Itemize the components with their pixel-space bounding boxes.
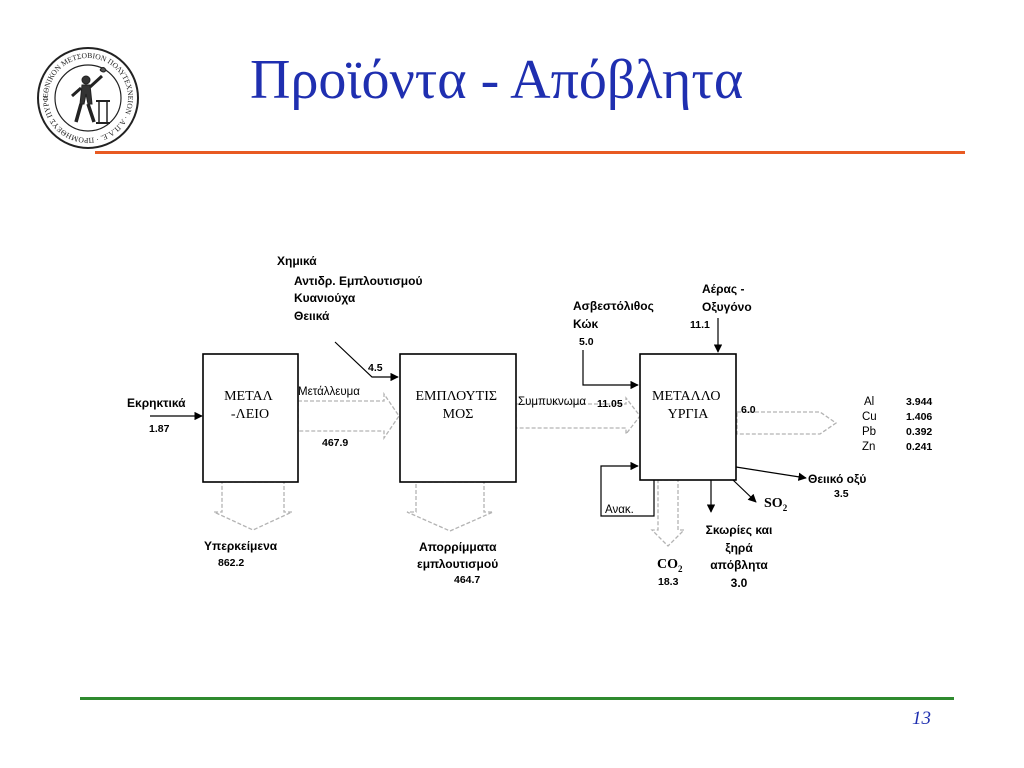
chemicals-line: Θειικά bbox=[294, 309, 330, 323]
page-number: 13 bbox=[912, 708, 931, 729]
metal-value: 0.241 bbox=[906, 441, 932, 453]
tailings-label-line: Απορρίμματα bbox=[419, 540, 497, 554]
chemicals-title: Χημικά bbox=[277, 254, 317, 268]
metal-symbol: Cu bbox=[862, 411, 877, 423]
metal-symbol: Zn bbox=[862, 441, 875, 453]
slide-title: Προϊόντα - Απόβλητα bbox=[250, 49, 744, 111]
metal-symbol: Pb bbox=[862, 426, 876, 438]
metal-value: 0.392 bbox=[906, 426, 932, 438]
slag-label-line: ξηρά bbox=[725, 541, 753, 555]
ore-flow-arrow bbox=[297, 391, 400, 441]
overburden-label: Υπερκείμενα bbox=[204, 539, 278, 553]
mining-box-label: ΜΕΤΑΛ -ΛΕΙΟ bbox=[224, 389, 276, 422]
title-divider bbox=[95, 151, 965, 154]
mining-box-label-line: -ΛΕΙΟ bbox=[231, 407, 269, 422]
air-label: Αέρας - bbox=[702, 282, 744, 296]
chemicals-arrow bbox=[334, 341, 399, 382]
so2-arrow bbox=[732, 479, 757, 503]
chemicals-value: 4.5 bbox=[368, 362, 383, 374]
co2-arrow bbox=[650, 479, 686, 547]
chemicals-line: Κυανιούχα bbox=[294, 291, 356, 305]
metal-value: 1.406 bbox=[906, 411, 932, 423]
slag-label-line: Σκωρίες και bbox=[706, 523, 773, 537]
overburden-arrow bbox=[213, 481, 293, 531]
limestone-label: Ασβεστόλιθος bbox=[573, 299, 654, 313]
limestone-coke-arrow bbox=[582, 350, 639, 390]
concentrate-label: Συμπυκνωμα bbox=[518, 396, 586, 408]
recycle-loop-line bbox=[600, 461, 655, 517]
explosives-value: 1.87 bbox=[149, 423, 170, 435]
air-oxygen-value: 11.1 bbox=[690, 319, 710, 331]
sulfuric-acid-arrow bbox=[735, 466, 807, 481]
metal-value: 3.944 bbox=[906, 396, 932, 408]
mining-box-label-line: ΜΕΤΑΛ bbox=[224, 389, 274, 404]
metals-output-value: 6.0 bbox=[741, 404, 756, 416]
concentrate-value: 11.05 bbox=[597, 398, 623, 410]
recycle-label: Ανακ. bbox=[605, 504, 634, 516]
metals-output-arrow bbox=[736, 411, 838, 435]
beneficiation-box-label-line: ΕΜΠΛΟΥΤΙΣ bbox=[415, 389, 497, 404]
co2-value: 18.3 bbox=[658, 576, 679, 588]
ore-label: Μετάλλευμα bbox=[298, 386, 360, 398]
oxygen-label: Οξυγόνο bbox=[702, 300, 752, 314]
co2-formula: CO2 bbox=[657, 557, 683, 574]
metals-table: Al 3.944 Cu 1.406 Pb 0.392 Zn 0.241 bbox=[862, 396, 932, 453]
overburden-value: 862.2 bbox=[218, 557, 244, 569]
chemicals-line: Αντιδρ. Εμπλουτισμού bbox=[294, 274, 422, 288]
explosives-label: Εκρηκτικά bbox=[127, 396, 186, 410]
beneficiation-box-label: ΕΜΠΛΟΥΤΙΣ ΜΟΣ bbox=[415, 389, 500, 422]
sulfuric-acid-value: 3.5 bbox=[834, 488, 849, 500]
sulfuric-acid-label: Θειικό οξύ bbox=[808, 472, 866, 486]
tailings-value: 464.7 bbox=[454, 574, 480, 586]
so2-formula: SO2 bbox=[764, 496, 788, 513]
ore-value: 467.9 bbox=[322, 437, 348, 449]
metal-symbol: Al bbox=[864, 396, 874, 408]
metallurgy-box bbox=[639, 353, 737, 481]
beneficiation-box bbox=[399, 353, 517, 483]
tailings-arrow bbox=[406, 481, 494, 532]
slag-label-line: απόβλητα bbox=[710, 558, 768, 572]
metallurgy-box-label-line: ΥΡΓΙΑ bbox=[668, 407, 710, 422]
metallurgy-box-label-line: ΜΕΤΑΛΛΟ bbox=[652, 389, 720, 404]
concentrate-flow-arrow bbox=[515, 396, 641, 436]
limestone-coke-value: 5.0 bbox=[579, 336, 594, 348]
coke-label: Κώκ bbox=[573, 317, 599, 331]
metallurgy-box-label: ΜΕΤΑΛΛΟ ΥΡΓΙΑ bbox=[652, 389, 724, 422]
mining-box bbox=[202, 353, 299, 483]
slag-value: 3.0 bbox=[731, 576, 748, 590]
footer-divider bbox=[80, 697, 954, 700]
tailings-label-line: εμπλουτισμού bbox=[417, 557, 498, 571]
university-seal-logo: ΕΘΝΙΚΟΝ ΜΕΤΣΟΒΙΟΝ ΠΟΛΥΤΕΧΝΕΙΟΝ · Α.Π.Λ.Ε… bbox=[36, 46, 139, 149]
beneficiation-box-label-line: ΜΟΣ bbox=[443, 407, 474, 422]
